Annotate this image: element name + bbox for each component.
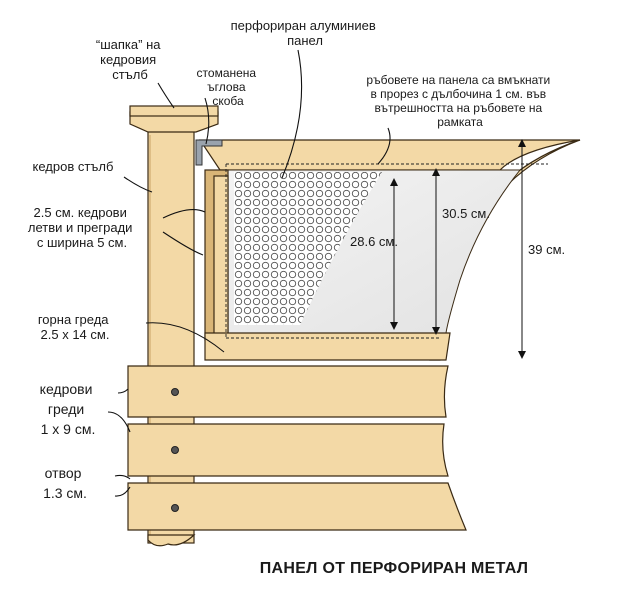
slot-dashed-line xyxy=(225,163,548,339)
panel-label-line: перфориран алуминиев xyxy=(231,18,376,33)
screw-1 xyxy=(171,388,179,396)
dimension-label-28-6: 28.6 см. xyxy=(350,234,398,249)
beam-label-line: горна греда xyxy=(38,312,109,327)
panel-label: перфориран алуминиев панел xyxy=(231,18,380,48)
screw-3 xyxy=(171,504,179,512)
beam-label: горна греда 2.5 х 14 см. xyxy=(38,312,112,342)
panel-edges-label-line: рамката xyxy=(437,115,483,129)
bottom-rail xyxy=(204,332,451,361)
leader-panel xyxy=(281,49,303,179)
beam-label-line: 2.5 х 14 см. xyxy=(41,327,110,342)
panel-edges-label: ръбовете на панела са вмъкнати в прорез … xyxy=(366,73,553,129)
cap-label: “шапка” на кедровия стълб xyxy=(96,37,164,82)
laths-label: 2.5 см. кедрови летви и прегради с ширин… xyxy=(28,205,136,250)
cedar-board-2 xyxy=(127,423,449,477)
leader-bracket xyxy=(204,97,210,145)
cedar-post xyxy=(147,127,195,544)
bracket-label-line: скоба xyxy=(212,94,244,108)
dimension-30-5 xyxy=(432,168,440,335)
boards-label: кедрови греди 1 х 9 см. xyxy=(40,381,97,437)
gap-label-line: отвор xyxy=(45,465,82,481)
post-bottom xyxy=(147,534,196,547)
diagram-title: ПАНЕЛ ОТ ПЕРФОРИРАН МЕТАЛ xyxy=(260,560,529,577)
leader-post xyxy=(123,176,153,193)
boards-label-line: 1 х 9 см. xyxy=(41,421,96,437)
post-cap-top xyxy=(129,105,219,117)
dimension-39 xyxy=(518,139,526,359)
panel-label-line: панел xyxy=(287,33,323,48)
gap-label-line: 1.3 см. xyxy=(43,485,87,501)
leader-cap xyxy=(157,82,175,109)
cap-label-line: стълб xyxy=(112,67,148,82)
panel-edges-label-line: ръбовете на панела са вмъкнати xyxy=(366,73,550,87)
laths-label-line: 2.5 см. кедрови xyxy=(34,205,127,220)
boards-label-line: греди xyxy=(48,401,84,417)
cedar-board-3 xyxy=(127,482,467,531)
leader-beam xyxy=(145,322,225,353)
cap-label-line: “шапка” на xyxy=(96,37,161,52)
gap-label: отвор 1.3 см. xyxy=(43,465,87,501)
steel-bracket xyxy=(195,139,223,166)
leader-boards xyxy=(107,388,131,433)
bracket-label: стоманена ъглова скоба xyxy=(197,66,260,108)
perforated-zone xyxy=(234,172,382,325)
panel-edges-label-line: вътрешността на ръбовете на xyxy=(375,101,543,115)
leader-laths-b xyxy=(162,231,204,256)
cap-label-line: кедровия xyxy=(100,52,156,67)
post-label: кедров стълб xyxy=(33,159,114,174)
bracket-label-line: стоманена xyxy=(197,66,257,80)
bracket-label-line: ъглова xyxy=(207,80,246,94)
cedar-board-1 xyxy=(127,365,449,418)
dimension-label-30-5: 30.5 см. xyxy=(442,206,490,221)
leader-edges xyxy=(377,127,391,165)
screw-2 xyxy=(171,446,179,454)
post-label-line: кедров стълб xyxy=(33,159,114,174)
leader-laths-a xyxy=(162,209,206,219)
laths-label-line: летви и прегради xyxy=(28,220,133,235)
dimension-28-6 xyxy=(390,178,398,330)
leader-gap xyxy=(114,474,131,497)
laths-label-line: с ширина 5 см. xyxy=(37,235,127,250)
boards-label-line: кедрови xyxy=(40,381,93,397)
dimension-label-39: 39 см. xyxy=(528,242,565,257)
panel-edges-label-line: в прорез с дълбочина 1 см. във xyxy=(370,87,546,101)
